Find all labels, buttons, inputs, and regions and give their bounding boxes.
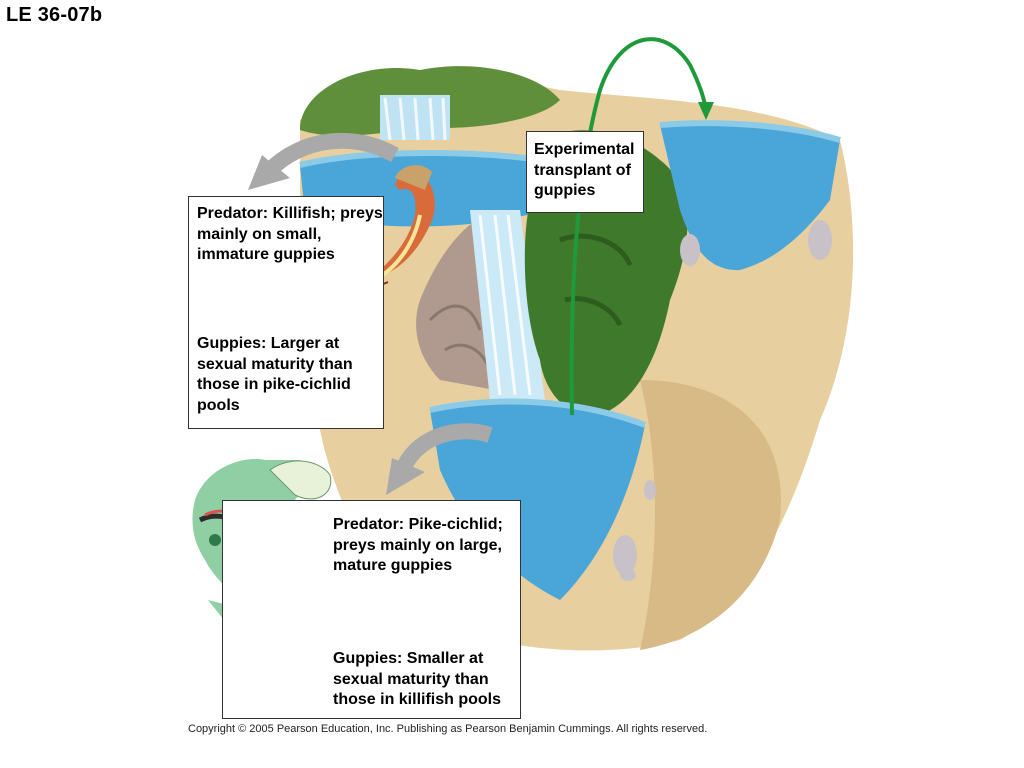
- killifish-label-box: Predator: Killifish; preys mainly on sma…: [188, 196, 384, 429]
- gray-arrow-lower: [397, 423, 493, 470]
- pike-cichlid-label-box: Predator: Pike-cichlid; preys mainly on …: [222, 500, 521, 719]
- copyright-notice: Copyright © 2005 Pearson Education, Inc.…: [188, 723, 708, 735]
- sand-shadow: [640, 380, 781, 650]
- pike-tail-fin: [269, 460, 332, 500]
- slide-title: LE 36-07b: [6, 4, 103, 26]
- killifish-guppy-text: Guppies: Larger at sexual maturity than …: [197, 335, 353, 414]
- right-pool: [660, 123, 840, 271]
- transplant-arrow: [569, 37, 708, 416]
- killifish-predator-text: Predator: Killifish; preys mainly on sma…: [197, 205, 383, 263]
- pike-predator-text: Predator: Pike-cichlid; preys mainly on …: [333, 516, 503, 574]
- transplant-label-box: Experimental transplant of guppies: [526, 131, 644, 213]
- gray-arrow-upper: [264, 132, 399, 176]
- pike-guppy-text: Guppies: Smaller at sexual maturity than…: [333, 650, 502, 708]
- lower-pool: [430, 401, 645, 600]
- transplant-text: Experimental transplant of guppies: [534, 141, 635, 199]
